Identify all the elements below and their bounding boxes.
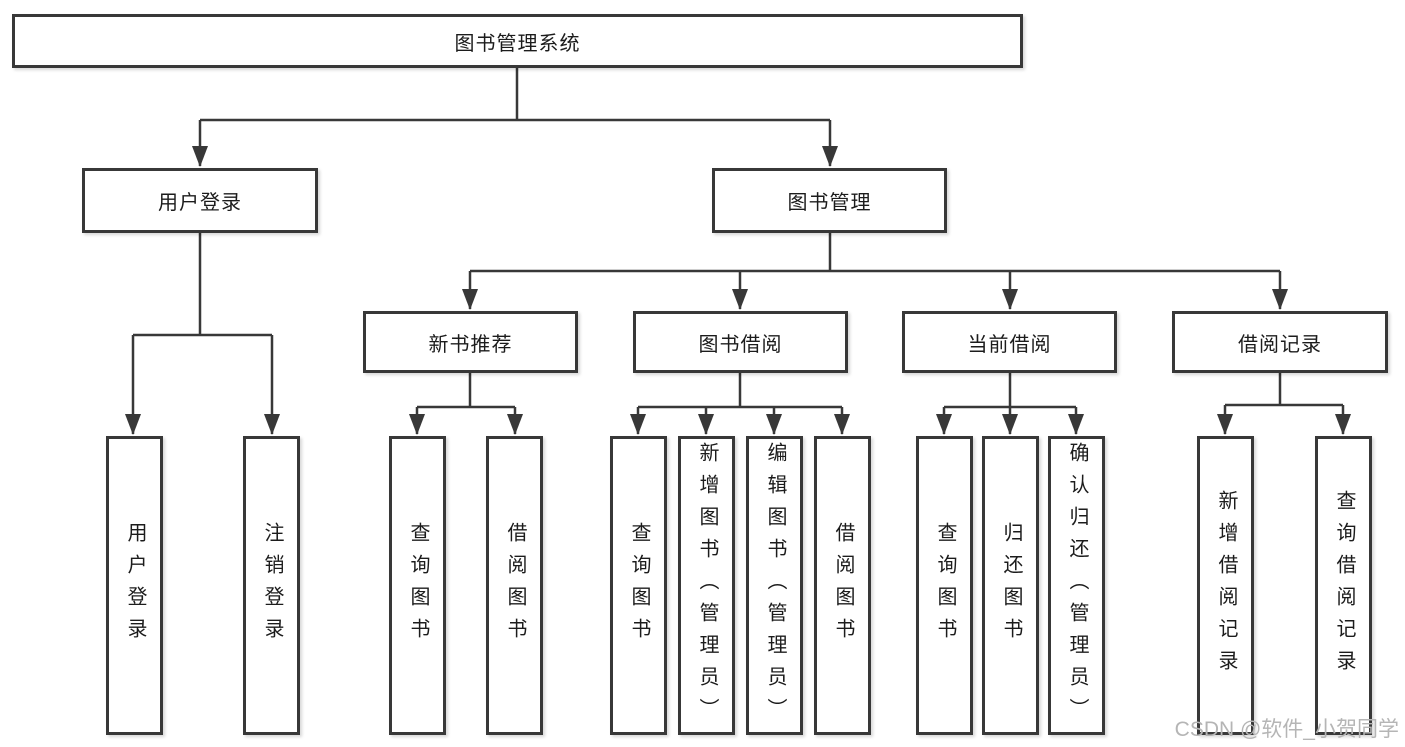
leaf-confirm-return-admin: 确认归还（管理员） (1048, 436, 1105, 735)
leaf-user-login: 用户登录 (106, 436, 163, 735)
leaf-add-book-admin: 新增图书（管理员） (678, 436, 735, 735)
node-new-book-recommend: 新书推荐 (363, 311, 578, 373)
csdn-watermark: CSDN @软件_小贺同学 (1174, 718, 1399, 741)
node-current-borrowing: 当前借阅 (902, 311, 1117, 373)
leaf-add-borrow-record: 新增借阅记录 (1197, 436, 1254, 735)
leaf-query-books-recommend: 查询图书 (389, 436, 446, 735)
leaf-query-borrow-record: 查询借阅记录 (1315, 436, 1372, 735)
node-borrow-records: 借阅记录 (1172, 311, 1388, 373)
node-user-login: 用户登录 (82, 168, 318, 233)
node-library-system-root: 图书管理系统 (12, 14, 1023, 68)
leaf-logout: 注销登录 (243, 436, 300, 735)
leaf-borrow-books-recommend: 借阅图书 (486, 436, 543, 735)
leaf-edit-book-admin: 编辑图书（管理员） (746, 436, 803, 735)
node-book-borrowing: 图书借阅 (633, 311, 848, 373)
leaf-borrow-books-borrowing: 借阅图书 (814, 436, 871, 735)
leaf-return-book: 归还图书 (982, 436, 1039, 735)
leaf-query-books-current: 查询图书 (916, 436, 973, 735)
leaf-query-books-borrowing: 查询图书 (610, 436, 667, 735)
node-book-management: 图书管理 (712, 168, 947, 233)
